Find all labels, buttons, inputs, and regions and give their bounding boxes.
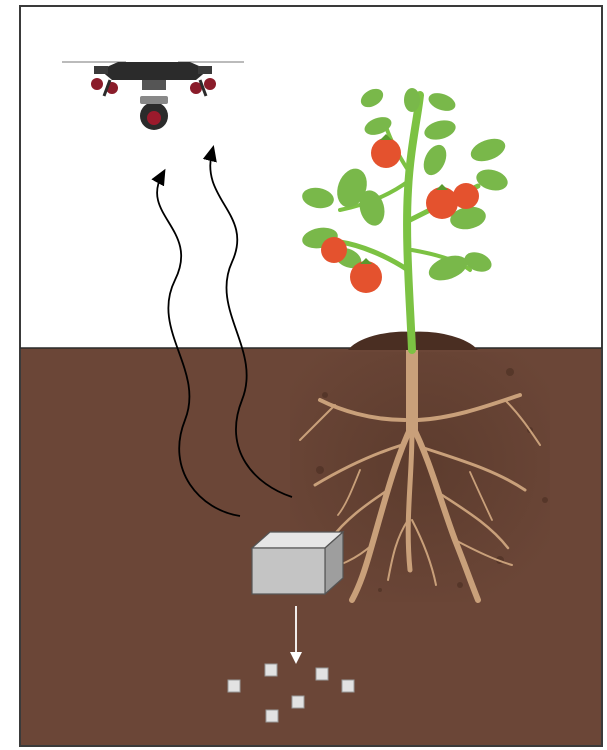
buried-sensor-box (252, 532, 343, 594)
particle (292, 696, 304, 708)
particle (265, 664, 277, 676)
particle (316, 668, 328, 680)
sky-area (20, 6, 602, 348)
particle (342, 680, 354, 692)
particle (266, 710, 278, 722)
particle (228, 680, 240, 692)
